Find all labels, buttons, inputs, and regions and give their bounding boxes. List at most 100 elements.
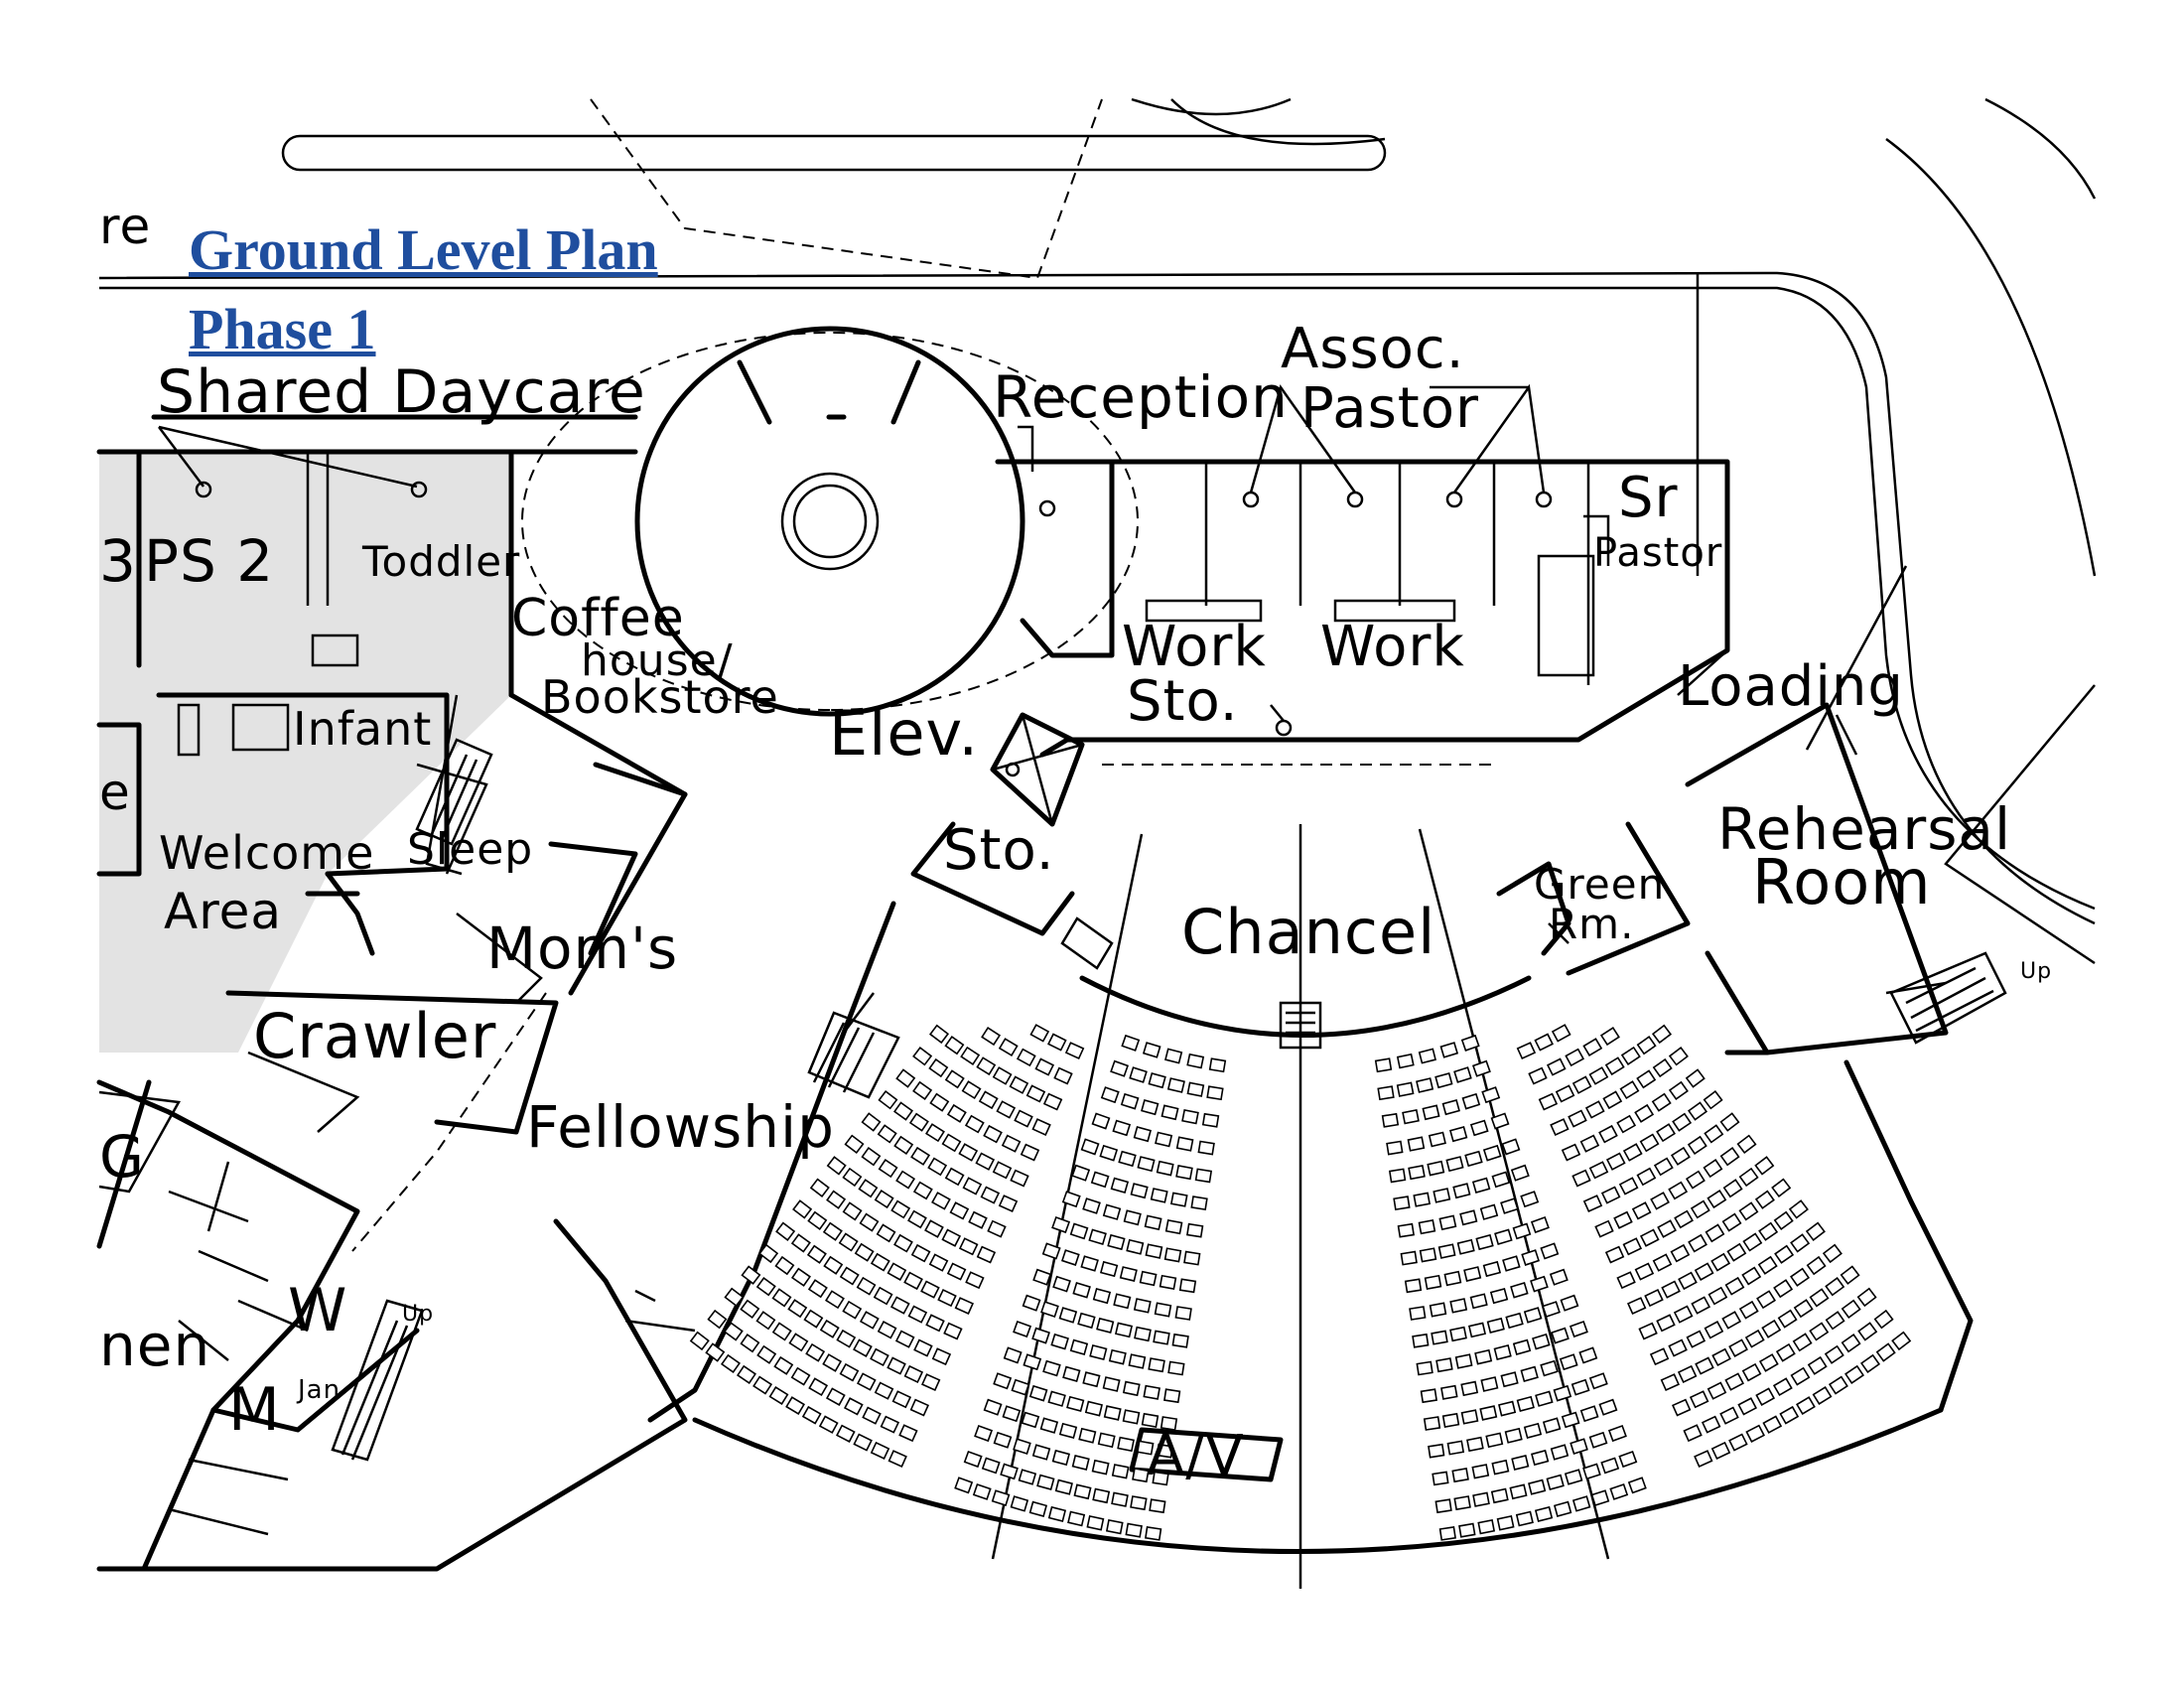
seating (689, 1024, 1912, 1541)
seat-icon (768, 1386, 789, 1405)
seat-icon (1498, 1400, 1517, 1417)
seat-icon (1047, 1390, 1066, 1407)
seat-icon (1434, 1071, 1453, 1089)
seat-icon (720, 1353, 741, 1374)
seat-icon (943, 1322, 963, 1340)
seat-icon (806, 1244, 827, 1264)
seat-icon (1516, 1042, 1537, 1060)
seat-icon (1452, 1183, 1471, 1199)
seat-icon (944, 1069, 965, 1089)
seat-icon (1711, 1347, 1731, 1367)
seat-icon (1493, 1343, 1512, 1361)
seat-icon (1703, 1159, 1723, 1179)
seat-icon (1423, 1416, 1441, 1431)
seat-icon (1471, 1464, 1490, 1479)
seat-icon (877, 1321, 897, 1339)
seat-icon (1396, 1053, 1415, 1069)
seat-icon (1092, 1487, 1111, 1504)
seat-icon (1582, 1195, 1603, 1212)
seat-icon (1546, 1474, 1565, 1490)
seat-icon (1471, 1059, 1491, 1077)
seat-icon (1108, 1348, 1127, 1365)
seat-icon (1685, 1170, 1706, 1190)
seat-icon (740, 1299, 760, 1319)
seat-icon (1650, 1192, 1670, 1210)
seat-icon (1719, 1147, 1740, 1167)
seat-icon (1028, 1384, 1048, 1402)
seat-icon (1437, 1243, 1456, 1259)
seat-icon (1404, 1278, 1423, 1294)
seat-icon (1609, 1482, 1629, 1500)
seat-icon (1163, 1388, 1181, 1404)
seat-icon (707, 1309, 728, 1330)
seat-icon (1706, 1381, 1727, 1400)
seat-icon (949, 1201, 970, 1220)
seat-icon (1496, 1515, 1515, 1531)
seat-icon (1491, 1171, 1511, 1189)
seat-icon (1130, 1495, 1148, 1511)
seat-icon (1393, 1196, 1411, 1211)
seat-icon (981, 1457, 1001, 1475)
seat-icon (1582, 1463, 1601, 1480)
seat-icon (1551, 1327, 1570, 1344)
seat-icon (1128, 1353, 1147, 1369)
seat-icon (1201, 1112, 1220, 1128)
seat-icon (963, 1450, 983, 1469)
seat-icon (1409, 1306, 1427, 1321)
seat-icon (1422, 1104, 1440, 1121)
seat-icon (1374, 1057, 1393, 1073)
seat-icon (1061, 1191, 1081, 1208)
seat-icon (1077, 1312, 1096, 1330)
seat-icon (965, 1271, 985, 1290)
seat-icon (1620, 1046, 1641, 1065)
seat-icon (1050, 1333, 1069, 1350)
seat-icon (925, 1123, 945, 1143)
seat-icon (1668, 1046, 1689, 1066)
seat-icon (1443, 1270, 1462, 1287)
plan-title[interactable]: Ground Level Plan (189, 217, 658, 282)
seat-icon (1656, 1314, 1676, 1333)
seat-icon (1062, 1365, 1081, 1382)
seat-icon (853, 1338, 873, 1357)
plan-subtitle[interactable]: Phase 1 (189, 297, 376, 361)
seat-icon (1553, 1384, 1572, 1402)
seat-icon (1534, 1033, 1554, 1052)
seat-icon (1531, 1449, 1550, 1467)
seat-icon (1500, 1197, 1519, 1214)
seat-icon (974, 1424, 994, 1443)
room-labels: re Shared Daycare 3 PS 2 Toddler e Infan… (99, 198, 2051, 1488)
seat-icon (1474, 1348, 1493, 1365)
seat-icon (1690, 1199, 1710, 1219)
seat-icon (937, 1289, 957, 1308)
seat-icon (946, 1262, 967, 1281)
seat-icon (1118, 1150, 1137, 1168)
seat-icon (927, 1157, 948, 1177)
seat-icon (1668, 1338, 1688, 1357)
seat-icon (1148, 1071, 1166, 1089)
seat-icon (1206, 1085, 1224, 1101)
seat-icon (1051, 1215, 1071, 1234)
seat-icon (1111, 1464, 1130, 1479)
seat-icon (1741, 1362, 1762, 1382)
label-crawler: Crawler (253, 1000, 496, 1072)
seat-icon (1530, 1215, 1550, 1234)
seat-icon (1613, 1210, 1633, 1229)
seat-icon (941, 1133, 962, 1153)
seat-icon (887, 1262, 907, 1281)
seat-icon (1703, 1089, 1723, 1110)
seat-icon (1510, 1282, 1529, 1299)
seat-icon (1078, 1427, 1097, 1444)
seat-icon (1512, 1338, 1532, 1355)
seat-icon (1163, 1247, 1182, 1263)
seat-icon (1054, 1478, 1073, 1495)
seat-icon (1719, 1406, 1739, 1425)
seat-icon (1167, 1360, 1185, 1376)
seat-icon (1456, 1238, 1475, 1255)
seat-icon (1123, 1209, 1142, 1226)
seat-icon (1402, 1109, 1420, 1125)
seat-icon (1622, 1237, 1643, 1256)
seat-icon (1433, 1188, 1451, 1203)
seat-icon (836, 1424, 856, 1443)
seat-icon (1469, 1293, 1488, 1310)
seat-icon (958, 1143, 979, 1162)
